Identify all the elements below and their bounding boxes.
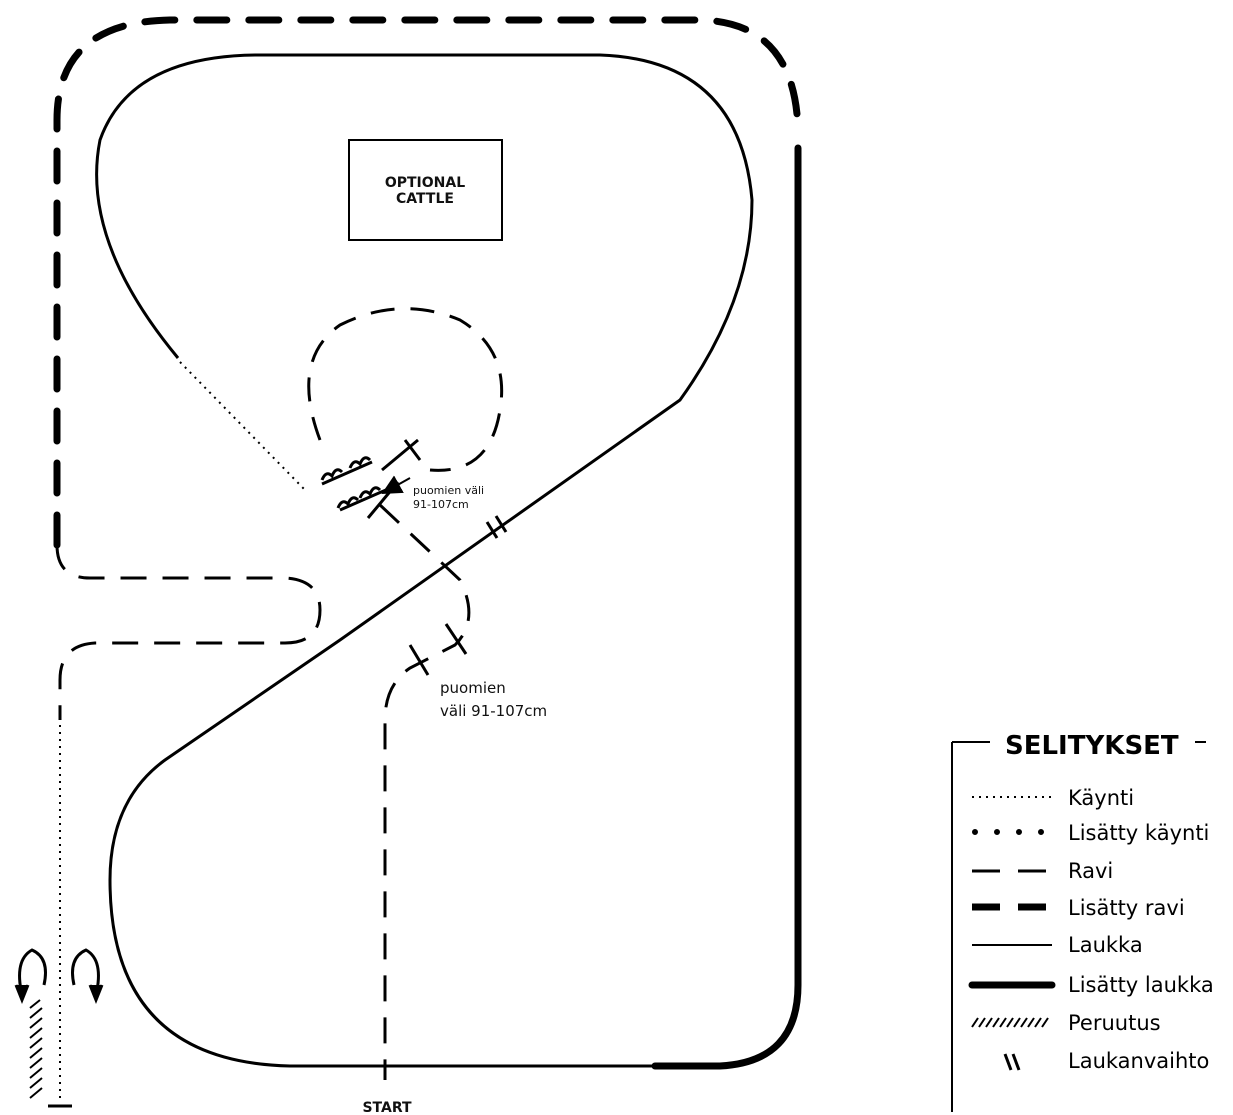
extended-trot-outer-path xyxy=(53,16,802,549)
legend-back-up-swatch xyxy=(971,1017,1049,1028)
extended-lope-right-path xyxy=(651,144,802,1070)
upper-poles-obstacle xyxy=(320,438,422,519)
walk-diagonal-path xyxy=(179,361,306,491)
legend-extended-lope-label: Lisätty laukka xyxy=(1068,973,1214,997)
legend-back-up-label: Peruutus xyxy=(1068,1011,1161,1035)
legend-extended-trot-label: Lisätty ravi xyxy=(1068,896,1185,920)
trot-circle-path xyxy=(307,307,504,472)
legend-lead-change-label: Laukanvaihto xyxy=(1068,1049,1209,1073)
optional-cattle-box xyxy=(348,139,503,241)
legend-title: SELITYKSET xyxy=(1005,731,1179,761)
poles-note-lower-line1: puomien xyxy=(440,679,506,697)
legend: SELITYKSET Käynti Lisätty käynti Ravi Li… xyxy=(951,731,1214,1112)
spin-left-icon xyxy=(14,948,47,1005)
start-label: START xyxy=(362,1100,412,1115)
trot-center-path xyxy=(378,503,471,1080)
lower-poles-obstacle xyxy=(408,623,468,676)
poles-note-lower-line2: väli 91-107cm xyxy=(440,702,547,720)
poles-note-upper-line1: puomien väli xyxy=(413,484,484,497)
legend-walk-label: Käynti xyxy=(1068,786,1134,810)
box-label-line1: OPTIONAL xyxy=(385,175,465,191)
lope-upper-loop-path xyxy=(95,53,754,1068)
poles-note-upper-line2: 91-107cm xyxy=(413,498,469,511)
poles-arrow xyxy=(381,475,411,494)
lead-change-marker xyxy=(485,515,508,539)
legend-lope-label: Laukka xyxy=(1068,933,1143,957)
back-up-marks xyxy=(29,999,43,1099)
legend-lead-change-swatch xyxy=(1003,1053,1021,1071)
legend-trot-label: Ravi xyxy=(1068,859,1113,883)
box-label-line2: CATTLE xyxy=(396,191,454,207)
trot-left-path xyxy=(55,544,322,720)
spin-right-icon xyxy=(71,948,104,1005)
legend-extended-walk-label: Lisätty käynti xyxy=(1068,821,1209,845)
